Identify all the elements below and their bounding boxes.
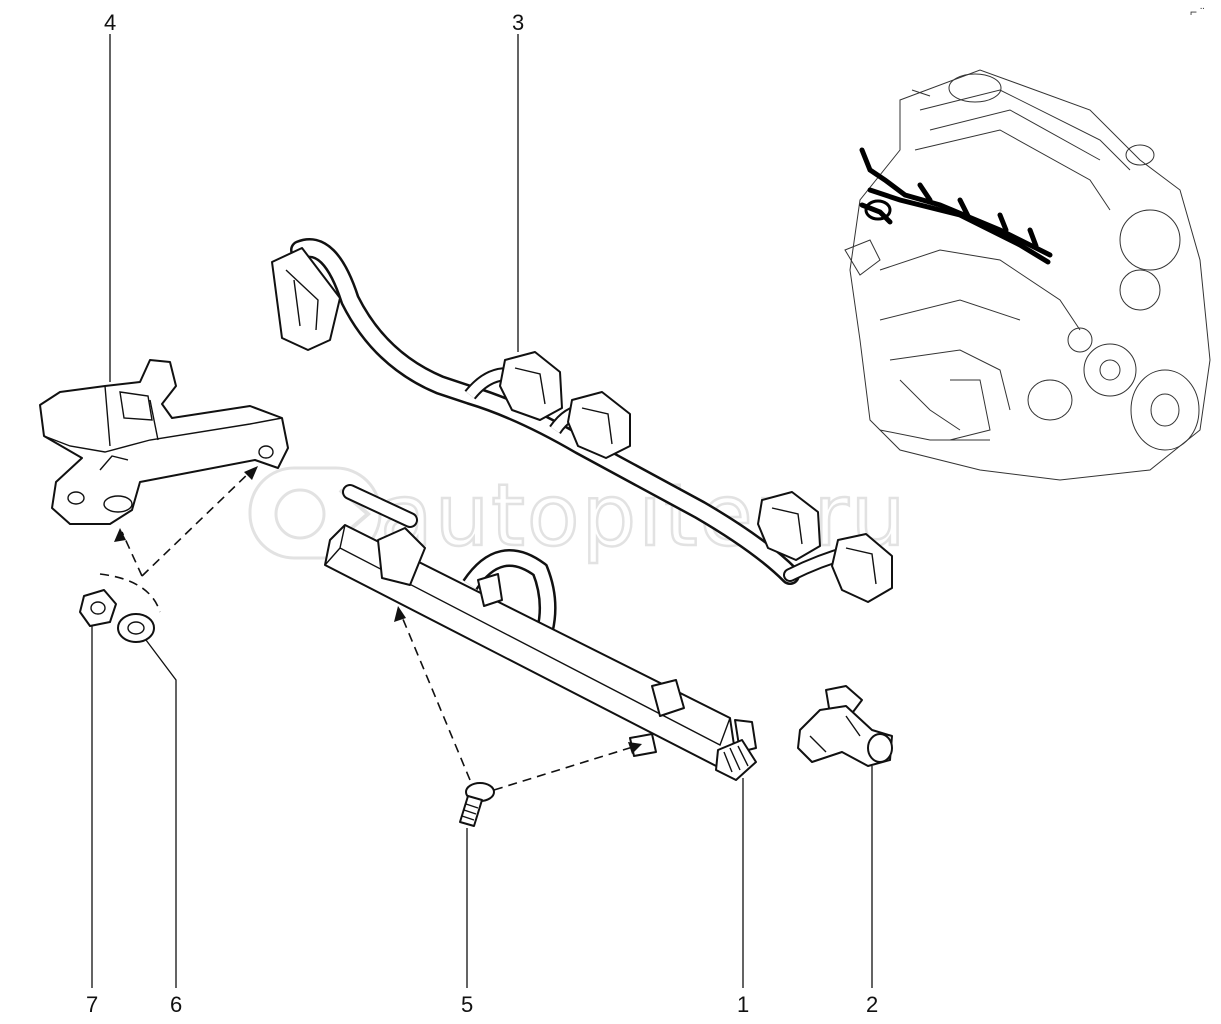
callout-2: 2: [866, 992, 878, 1017]
fuel-injector: [797, 685, 893, 767]
corner-mark: ⌐ ¨: [1190, 5, 1204, 19]
callout-4: 4: [104, 10, 116, 35]
assembly-guide-lines: [99, 466, 642, 791]
callout-6: 6: [170, 992, 182, 1017]
mounting-bracket: [39, 359, 289, 525]
leader-lines: [91, 34, 873, 988]
washer: [117, 613, 155, 643]
callout-1: 1: [737, 992, 749, 1017]
callout-5: 5: [461, 992, 473, 1017]
injector-wiring-harness: [271, 238, 893, 603]
nut: [79, 589, 117, 627]
callout-labels: 4 3 7 6 5 1 2: [86, 10, 878, 1017]
callout-3: 3: [512, 10, 524, 35]
callout-7: 7: [86, 992, 98, 1017]
fuel-rail: [324, 484, 757, 781]
bolt: [459, 782, 495, 827]
engine-location-overview: [844, 69, 1211, 481]
